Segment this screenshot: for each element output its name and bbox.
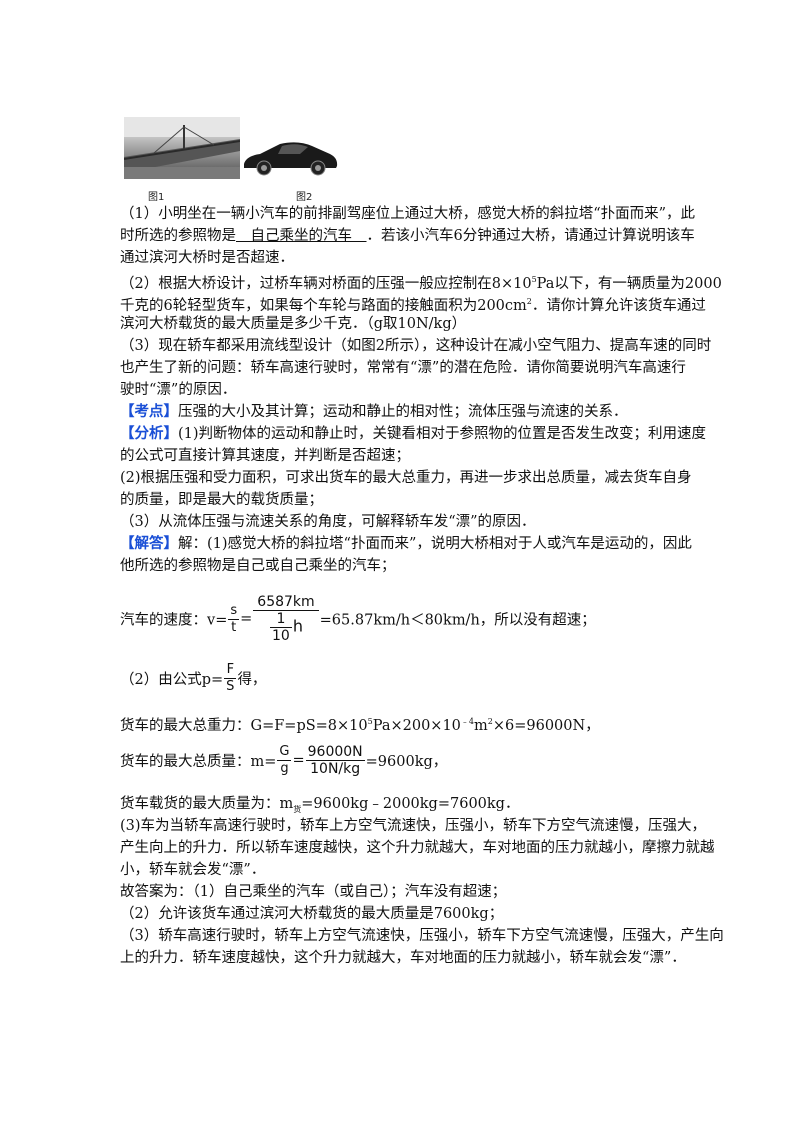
cargo-post: =9600kg﹣2000kg=7600kg． [301, 796, 520, 812]
q2-line3: 滨河大桥载货的最大质量是多少千克．（g取10N/kg） [120, 316, 467, 332]
q2-line2-sup: 2 [526, 297, 532, 306]
answer-line3: （3）轿车高速行驶时，轿车上方空气流速快，压强小，轿车下方空气流速慢，压强大，产… [120, 928, 724, 944]
G-sup3: 2 [487, 717, 493, 726]
figure2-caption: 图2 [296, 192, 313, 203]
speed-num: 6587km [253, 594, 319, 611]
m-post: =9600kg， [365, 754, 448, 770]
answer-line4: 上的升力．轿车速度越快，这个升力就越大，车对地面的压力就越小，轿车就会发“漂”． [120, 950, 686, 966]
jieda-q3-line3: 小，轿车就会发“漂”． [120, 862, 266, 878]
sports-car-illustration [244, 142, 338, 176]
q3-line2: 也产生了新的问题：轿车高速行驶时，常常有“漂”的潜在危险．请你简要说明汽车高速行 [120, 360, 686, 376]
speed-s: s [228, 602, 240, 620]
m-G: G [277, 744, 292, 761]
kaodian-line: 【考点】压强的大小及其计算；运动和静止的相对性；流体压强与流速的关系． [120, 402, 628, 422]
fenxi-line2: 的公式可直接计算其速度，并判断是否超速； [120, 448, 410, 464]
p-post: 得， [237, 672, 267, 688]
answer-line2: （2）允许该货车通过滨河大桥载货的最大质量是7600kg； [120, 906, 504, 922]
p-pre: （2）由公式p= [120, 672, 224, 688]
q2-line2-pre: 千克的6轮轻型货车，如果每个车轮与路面的接触面积为200cm [120, 297, 527, 314]
jieda-line1-text: 解：(1)感觉大桥的斜拉塔“扑面而来”，说明大桥相对于人或汽车是运动的，因此 [178, 536, 692, 552]
G-sup2: ﹣4 [460, 717, 475, 726]
kaodian-text: 压强的大小及其计算；运动和静止的相对性；流体压强与流速的关系． [178, 404, 628, 420]
G-post: ×6=96000N， [492, 717, 600, 734]
q1-line3: 通过滨河大桥时是否超速． [120, 250, 294, 266]
q1-line2-pre: 时所选的参照物是 [120, 228, 236, 244]
cargo-pre: 货车载货的最大质量为：m [120, 796, 294, 812]
fenxi-line1: 【分析】(1)判断物体的运动和静止时，关键看相对于参照物的位置是否发生改变；利用… [120, 424, 706, 444]
fenxi-line5: （3）从流体压强与流速关系的角度，可解释轿车发“漂”的原因． [120, 514, 536, 530]
jieda-line2: 他所选的参照物是自己或自己乘坐的汽车； [120, 558, 396, 574]
cargo-line: 货车载货的最大质量为：m货=9600kg﹣2000kg=7600kg． [120, 794, 519, 820]
fenxi-line1-text: (1)判断物体的运动和静止时，关键看相对于参照物的位置是否发生改变；利用速度 [178, 426, 707, 442]
jieda-q3-line1: (3)车为当轿车高速行驶时，轿车上方空气流速快，压强小，轿车下方空气流速慢，压强… [120, 818, 707, 834]
answer-line1: 故答案为：（1）自己乘坐的汽车（或自己）；汽车没有超速； [120, 884, 507, 900]
m-den: 10N/kg [310, 761, 361, 777]
m-g: g [280, 761, 289, 776]
G-m: m [474, 717, 488, 734]
speed-den-num: 1 [269, 611, 292, 628]
q2-line1-pre: （2）根据大桥设计，过桥车辆对桥面的压强一般应控制在8×10 [120, 275, 532, 292]
fenxi-line3: (2)根据压强和受力面积，可求出货车的最大总重力，再进一步求出总质量，减去货车自… [120, 470, 692, 486]
kaodian-tag: 【考点】 [120, 403, 178, 420]
G-pre: 货车的最大总重力：G=F=pS=8×10 [120, 717, 368, 734]
G-mid: Pa×200×10 [372, 717, 461, 734]
m-pre: 货车的最大总质量：m= [120, 754, 277, 770]
G-sup1: 5 [367, 717, 373, 726]
speed-label: 汽车的速度：v= [120, 612, 228, 629]
cargo-sub: 货 [293, 804, 302, 814]
fenxi-tag: 【分析】 [120, 425, 178, 442]
bridge-photo [123, 117, 241, 179]
q2-line2-post: ．请你计算允许该货车通过 [531, 297, 706, 314]
gravity-line: 货车的最大总重力：G=F=pS=8×105Pa×200×10﹣4m2×6=960… [120, 712, 600, 736]
q3-line3: 驶时“漂”的原因． [120, 382, 237, 398]
q1-line2-post: ．若该小汽车6分钟通过大桥，请通过计算说明该车 [366, 228, 695, 244]
figure1-caption: 图1 [148, 192, 165, 203]
speed-den-den: 10 [271, 628, 290, 644]
q2-line2: 千克的6轮轻型货车，如果每个车轮与路面的接触面积为200cm2．请你计算允许该货… [120, 292, 706, 316]
q3-line1: （3）现在轿车都采用流线型设计（如图2所示），这种设计在减小空气阻力、提高车速的… [120, 338, 712, 354]
m-eq: = [292, 752, 305, 769]
q1-answer-blank: 自己乘坐的汽车 [236, 228, 367, 244]
q2-line1: （2）根据大桥设计，过桥车辆对桥面的压强一般应控制在8×105Pa以下，有一辆质… [120, 270, 722, 294]
bridge-illustration [123, 117, 241, 179]
m-num: 96000N [305, 744, 365, 761]
q2-line1-post: Pa以下，有一辆质量为2000 [536, 275, 722, 292]
q2-line1-sup: 5 [531, 275, 537, 284]
p-S: S [226, 679, 235, 694]
speed-result: =65.87km/h＜80km/h，所以没有超速； [319, 612, 596, 629]
speed-den-unit: h [292, 616, 303, 636]
speed-eq: = [240, 611, 253, 627]
fenxi-line4: 的质量，即是最大的载货质量； [120, 492, 323, 508]
jieda-q3-line2: 产生向上的升力．所以轿车速度越快，这个升力就越大，车对地面的压力就越小，摩擦力就… [120, 840, 715, 856]
q1-line1: （1）小明坐在一辆小汽车的前排副驾座位上通过大桥，感觉大桥的斜拉塔“扑面而来”，… [120, 206, 696, 222]
jieda-line1: 【解答】解：(1)感觉大桥的斜拉塔“扑面而来”，说明大桥相对于人或汽车是运动的，… [120, 534, 692, 554]
p-F: F [224, 662, 237, 679]
jieda-tag: 【解答】 [120, 535, 178, 552]
q1-line2: 时所选的参照物是 自己乘坐的汽车 ．若该小汽车6分钟通过大桥，请通过计算说明该车 [120, 226, 695, 246]
speed-t: t [231, 619, 237, 635]
car-image [240, 128, 340, 180]
